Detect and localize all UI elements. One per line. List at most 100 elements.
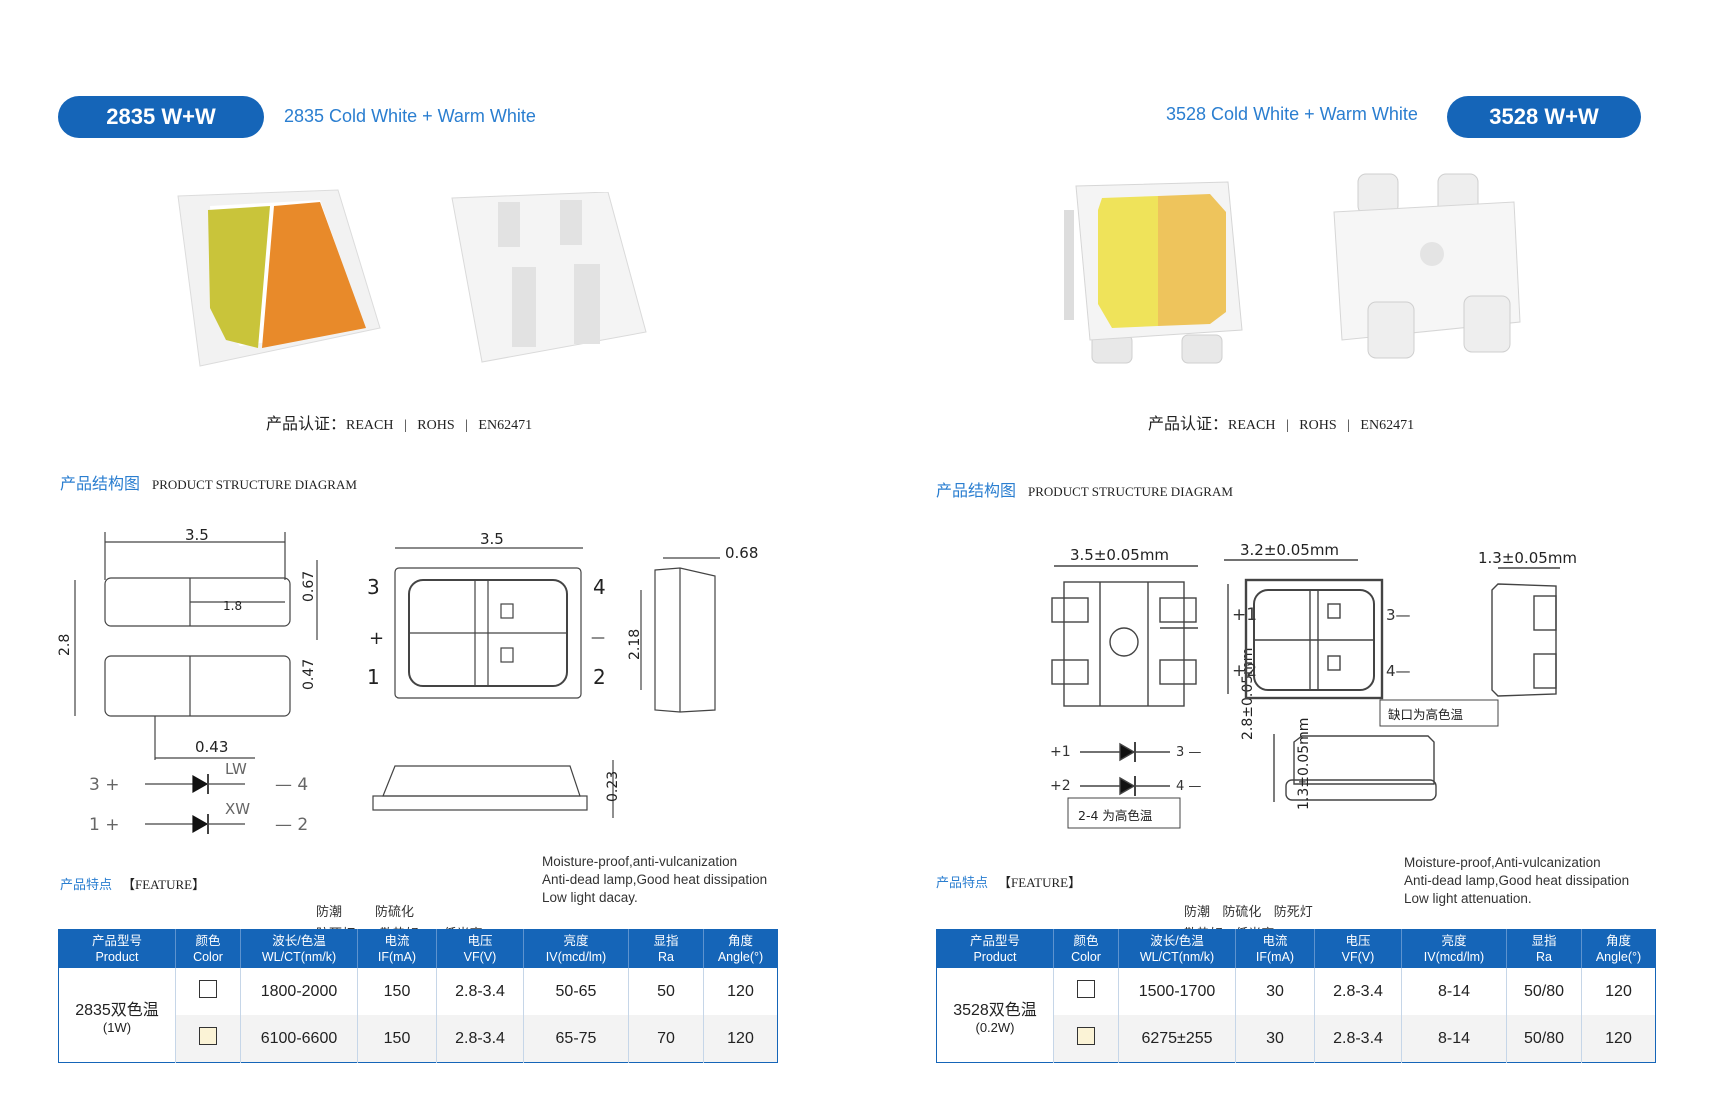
product-subtitle-2835: 2835 Cold White + Warm White [284,106,536,126]
pin-plus: + [369,628,384,649]
model-cell: 2835双色温(1W) [58,968,176,1063]
iv-cell: 65-75 [523,1015,629,1063]
if-cell: 150 [357,968,437,1015]
circuit-3: 3 — [1176,745,1201,760]
wl-cell: 1800-2000 [240,968,358,1015]
color-swatch [199,980,217,998]
label-lw: LW [225,760,247,778]
dim-width: 3.5±0.05mm [1070,546,1169,564]
vf-cell: 2.8-3.4 [436,1015,524,1063]
dim-t2: 0.47 [301,659,317,690]
pin-3: 3 [367,575,380,599]
circuit-1: 1 + [89,815,119,835]
vf-cell: 2.8-3.4 [1314,1015,1402,1063]
circuit-4: — 4 [275,775,308,795]
vf-cell: 2.8-3.4 [1314,968,1402,1015]
dim-height-bottom: 1.3±0.05mm [1296,718,1312,810]
if-cell: 150 [357,1015,437,1063]
vf-cell: 2.8-3.4 [436,968,524,1015]
pin-4: 4— [1386,662,1411,680]
pin-1: +1 [1232,605,1257,625]
certification-2835: 产品认证：REACH | ROHS | EN62471 [266,414,533,433]
pin-4: 4 [593,575,606,599]
table-row: 2835双色温(1W) 1800-2000 150 2.8-3.4 50-65 … [58,968,778,1063]
color-cell [1053,1015,1119,1063]
ra-cell: 50 [628,968,704,1015]
pin-2: 2 [593,665,606,689]
dim-width-2: 3.5 [480,530,504,548]
iv-cell: 50-65 [523,968,629,1015]
feature-label-2835: 产品特点【FEATURE】 [60,877,206,893]
dim-pad: 1.8 [223,599,242,613]
color-swatch [199,1027,217,1045]
angle-cell: 120 [1581,1015,1656,1063]
led-2835-front-image [177,189,381,367]
led-3528-back-image [1333,173,1521,359]
dim-gap: 0.43 [195,738,228,756]
table-row: 6275±255 30 2.8-3.4 8-14 50/80 120 [937,1015,1656,1063]
circuit-2: +2 [1050,778,1071,794]
dim-width: 3.5 [185,526,209,544]
if-cell: 30 [1235,968,1315,1015]
circuit-3: 3 + [89,775,119,795]
structure-diagram-3528: 3.5±0.05mm 3.2±0.05mm 2.8±0.05mm +1 +2 3… [1050,541,1577,829]
angle-cell: 120 [727,982,754,1000]
pin-2: +2 [1232,661,1257,681]
wl-cell: 6275±255 [1118,1015,1236,1063]
wl-cell: 6100-6600 [240,1015,358,1063]
dim-base: 0.23 [605,771,621,802]
cold-white-chip [1098,196,1158,328]
pin-3: 3— [1386,606,1411,624]
note-high-ct: 2-4 为高色温 [1078,808,1153,823]
certification-3528: 产品认证：REACH | ROHS | EN62471 [1148,414,1415,433]
wl-cell: 1500-1700 [1118,968,1236,1015]
color-swatch [1077,1027,1095,1045]
angle-cell: 120 [1605,982,1632,1000]
product-subtitle-3528: 3528 Cold White + Warm White [1166,104,1418,124]
ra-cell: 70 [628,1015,704,1063]
dim-height: 2.8±0.05mm [1240,648,1256,740]
color-swatch [1077,980,1095,998]
note-notch: 缺口为高色温 [1388,707,1464,722]
dim-width-3: 1.3±0.05mm [1478,549,1577,567]
dim-side-height: 2.18 [627,629,643,660]
dim-t1: 0.67 [301,571,317,602]
circuit-4: 4 — [1176,779,1201,794]
warm-white-chip [1158,194,1226,326]
label-xw: XW [225,800,250,818]
color-cell [175,1015,241,1063]
pin-minus: — [591,630,605,646]
pin-1: 1 [367,665,380,689]
dim-width-2: 3.2±0.05mm [1240,541,1339,559]
table-row: 3528双色温(0.2W) 1500-1700 30 2.8-3.4 8-14 … [936,968,1656,1063]
led-3528-front-image [1064,181,1243,364]
feature-label-3528: 产品特点【FEATURE】 [936,875,1082,891]
ra-cell: 50/80 [1506,968,1582,1015]
iv-cell: 8-14 [1401,1015,1507,1063]
table-row: 6100-6600 150 2.8-3.4 65-75 70 120 [59,1015,778,1063]
circuit-2: — 2 [275,815,308,835]
angle-cell: 120 [703,1015,778,1063]
dim-side: 0.68 [725,544,758,562]
product-badge-3528: 3528 W+W [1447,96,1641,138]
